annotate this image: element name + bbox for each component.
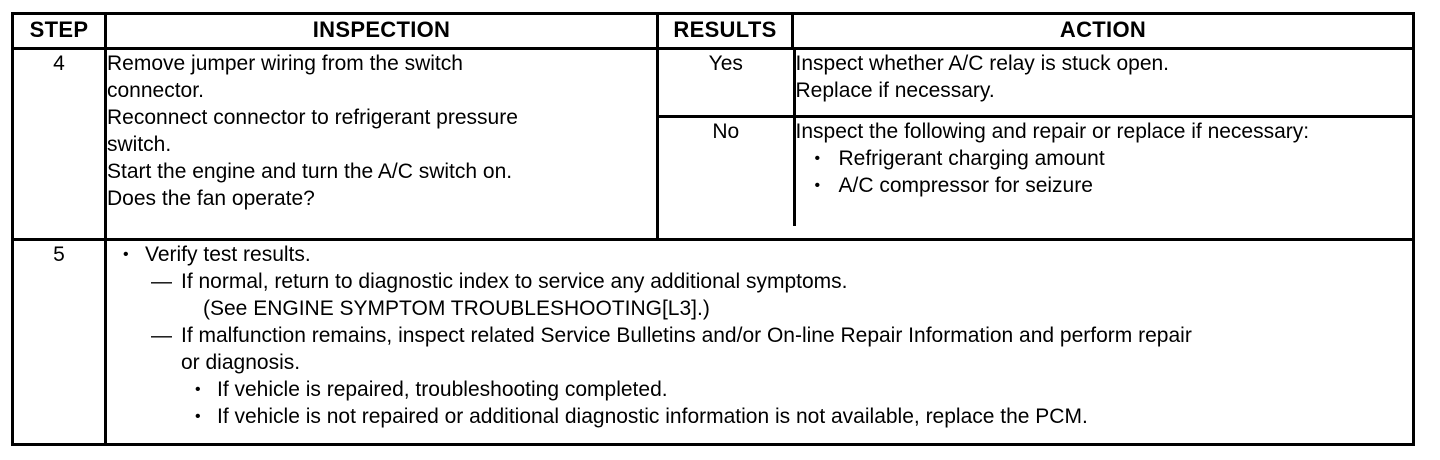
column-header-action: ACTION xyxy=(791,12,1415,50)
bullet-icon: • xyxy=(195,408,201,426)
inspection-line: Reconnect connector to refrigerant press… xyxy=(107,106,518,129)
action-line: Inspect whether A/C relay is stuck open. xyxy=(795,52,1170,75)
list-item-text: Verify test results. xyxy=(145,243,311,267)
table-row: 5 • Verify test results. — If normal, re… xyxy=(11,238,1415,446)
troubleshooting-table: STEP INSPECTION RESULTS ACTION 4 Remove … xyxy=(11,12,1415,446)
list-item: • If vehicle is not repaired or addition… xyxy=(107,403,1412,430)
list-item-continuation: (See ENGINE SYMPTOM TROUBLESHOOTING[L3].… xyxy=(203,297,710,321)
list-item-continuation: or diagnosis. xyxy=(181,351,301,375)
dash-icon: — xyxy=(151,270,172,294)
step-number-cell: 5 xyxy=(11,238,107,446)
inspection-line: connector. xyxy=(107,79,204,102)
list-item-text: If vehicle is not repaired or additional… xyxy=(217,405,1088,429)
list-item: — If malfunction remains, inspect relate… xyxy=(107,322,1412,349)
list-item: • Verify test results. xyxy=(107,241,1412,268)
inspection-line: Does the fan operate? xyxy=(107,187,315,210)
branch-row-yes: Yes Inspect whether A/C relay is stuck o… xyxy=(659,50,1412,116)
branch-row-no: No Inspect the following and repair or r… xyxy=(659,114,1413,226)
dash-icon: — xyxy=(151,324,172,348)
bullet-icon: • xyxy=(123,246,129,264)
bullet-icon: • xyxy=(814,149,821,167)
step-number: 5 xyxy=(53,243,65,267)
action-line: Replace if necessary. xyxy=(795,79,995,102)
list-item-text: If normal, return to diagnostic index to… xyxy=(181,270,848,294)
results-action-group: Yes Inspect whether A/C relay is stuck o… xyxy=(656,46,1415,242)
table-row: 4 Remove jumper wiring from the switch c… xyxy=(11,46,1415,242)
inspection-line: switch. xyxy=(107,133,172,156)
list-item: • If vehicle is repaired, troubleshootin… xyxy=(107,376,1412,403)
action-bullet-item: • A/C compressor for seizure xyxy=(796,172,1413,199)
action-bullet-text: Refrigerant charging amount xyxy=(838,146,1105,170)
action-bullet-text: A/C compressor for seizure xyxy=(838,173,1093,197)
action-cell: Inspect whether A/C relay is stuck open.… xyxy=(794,50,1412,116)
list-item-text: If malfunction remains, inspect related … xyxy=(181,324,1192,348)
step-number-cell: 4 xyxy=(11,46,107,242)
column-header-step: STEP xyxy=(11,12,107,50)
list-item: — If normal, return to diagnostic index … xyxy=(107,268,1412,295)
verification-cell: • Verify test results. — If normal, retu… xyxy=(104,238,1415,446)
action-cell: Inspect the following and repair or repl… xyxy=(794,114,1413,226)
column-header-results: RESULTS xyxy=(656,12,794,50)
action-bullet-item: • Refrigerant charging amount xyxy=(796,145,1413,172)
results-action-subtable: Yes Inspect whether A/C relay is stuck o… xyxy=(659,50,1412,226)
column-header-inspection: INSPECTION xyxy=(104,12,659,50)
bullet-icon: • xyxy=(195,381,201,399)
inspection-line: Start the engine and turn the A/C switch… xyxy=(107,160,513,183)
inspection-line: Remove jumper wiring from the switch xyxy=(107,52,463,75)
table-header-row: STEP INSPECTION RESULTS ACTION xyxy=(11,12,1415,50)
result-value: Yes xyxy=(659,50,796,116)
bullet-icon: • xyxy=(814,176,821,194)
result-value: No xyxy=(659,114,796,226)
list-item-text: If vehicle is repaired, troubleshooting … xyxy=(217,378,668,402)
action-line: Inspect the following and repair or repl… xyxy=(795,119,1310,143)
step-number: 4 xyxy=(53,52,65,75)
inspection-cell: Remove jumper wiring from the switch con… xyxy=(104,46,659,242)
